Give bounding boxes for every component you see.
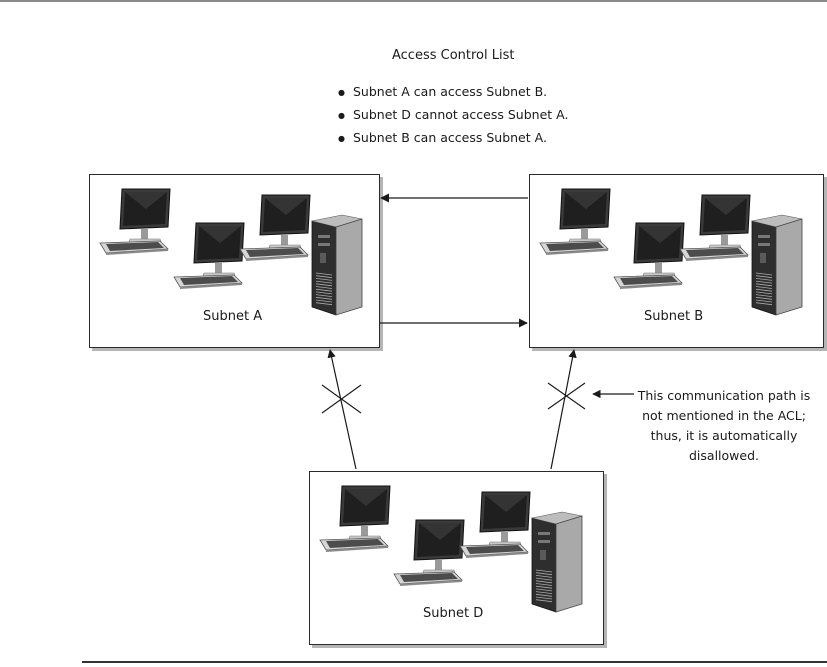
server-tower-icon: [751, 214, 803, 316]
workstation-icon: [239, 194, 311, 261]
blocked-cross-d-to-a: [321, 384, 362, 414]
acl-rule: Subnet D cannot access Subnet A.: [338, 104, 568, 127]
workstation-icon: [173, 222, 245, 289]
acl-rule-list: Subnet A can access Subnet B. Subnet D c…: [338, 81, 568, 150]
server-tower-icon: [531, 511, 583, 613]
arrow-d-to-a: [327, 349, 357, 470]
top-rule: [0, 0, 827, 2]
workstation-icon: [319, 485, 391, 552]
acl-title: Access Control List: [392, 48, 515, 63]
subnet-d-box: Subnet D: [309, 471, 604, 645]
acl-rule: Subnet B can access Subnet A.: [338, 127, 568, 150]
workstation-icon: [539, 188, 611, 255]
note-line: This communication path is: [637, 388, 811, 403]
note-callout: This communication path is not mentioned…: [624, 386, 824, 466]
subnet-a-computers: [99, 188, 363, 316]
arrow-d-to-b: [550, 349, 577, 470]
subnet-a-label: Subnet A: [203, 309, 263, 324]
subnet-d-computers: [319, 485, 583, 613]
bottom-rule: [82, 661, 827, 663]
subnet-d-label: Subnet D: [423, 606, 484, 621]
workstation-icon: [393, 519, 465, 586]
server-tower-icon: [311, 214, 363, 316]
subnet-a-box: Subnet A: [89, 174, 380, 348]
acl-rule: Subnet A can access Subnet B.: [338, 81, 568, 104]
workstation-icon: [459, 491, 531, 558]
blocked-cross-d-to-b: [547, 382, 586, 410]
workstation-icon: [99, 188, 171, 255]
note-line: disallowed.: [689, 448, 759, 463]
subnet-b-label: Subnet B: [644, 309, 704, 324]
workstation-icon: [613, 222, 685, 289]
note-line: not mentioned in the ACL;: [642, 408, 806, 423]
subnet-b-computers: [539, 188, 803, 316]
workstation-icon: [679, 194, 751, 261]
subnet-b-box: Subnet B: [529, 174, 824, 348]
note-line: thus, it is automatically: [650, 428, 798, 443]
